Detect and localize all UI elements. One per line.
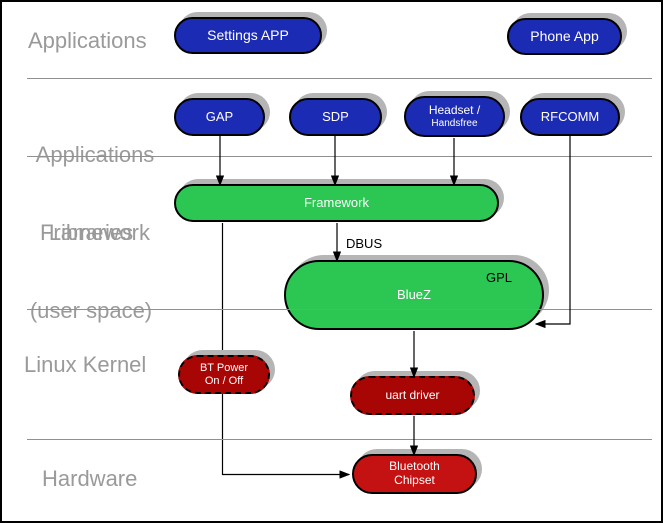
node-bluetooth-chipset-label-line1: Bluetooth xyxy=(389,459,440,474)
node-rfcomm-label: RFCOMM xyxy=(540,108,600,124)
node-sdp-label: SDP xyxy=(322,108,349,124)
node-gap-label: GAP xyxy=(205,108,234,124)
layer-label-applications: Applications xyxy=(28,28,147,53)
node-rfcomm: RFCOMM xyxy=(520,98,620,136)
layer-label-hardware: Hardware xyxy=(42,466,138,491)
node-settings-app: Settings APP xyxy=(174,17,322,54)
node-bt-power-label-line1: BT Power xyxy=(199,361,249,374)
node-uart-driver: uart driver xyxy=(350,376,475,415)
gpl-badge: GPL xyxy=(485,270,512,285)
node-bluetooth-chipset: Bluetooth Chipset xyxy=(352,454,477,494)
node-bluez: BlueZ GPL xyxy=(284,260,544,330)
node-phone-app: Phone App xyxy=(507,18,622,55)
node-settings-app-label: Settings APP xyxy=(207,27,289,44)
node-headset-label-line2: Handsfree xyxy=(431,117,478,129)
layer-label-applications-framework-line2: Framework xyxy=(39,220,150,245)
connector-rfcomm-bluez xyxy=(534,136,571,329)
node-bt-power: BT Power On / Off xyxy=(178,355,270,394)
node-sdp: SDP xyxy=(289,98,382,136)
node-gap: GAP xyxy=(174,98,265,136)
node-phone-app-label: Phone App xyxy=(530,28,599,45)
node-headset-label-line1: Headset / xyxy=(428,102,481,117)
node-headset-handsfree: Headset / Handsfree xyxy=(404,96,505,137)
node-bt-power-label-line2: On / Off xyxy=(204,374,244,387)
layer-label-applications-framework: Applications Framework xyxy=(20,90,170,298)
node-framework-label: Framework xyxy=(303,194,369,210)
layer-label-libraries-line1: Libraries xyxy=(48,220,134,245)
node-bluetooth-chipset-label-line2: Chipset xyxy=(394,473,435,487)
node-uart-driver-label: uart driver xyxy=(385,387,440,402)
layer-label-libraries-line2: (user space) xyxy=(29,298,153,323)
layer-label-applications-framework-line1: Applications xyxy=(35,142,155,167)
layer-label-linux-kernel: Linux Kernel xyxy=(24,352,147,377)
dbus-edge-label: DBUS xyxy=(346,236,383,251)
layer-label-libraries: Libraries (user space) xyxy=(6,168,176,376)
node-bluez-label: BlueZ xyxy=(397,286,431,302)
node-framework: Framework xyxy=(174,184,499,222)
